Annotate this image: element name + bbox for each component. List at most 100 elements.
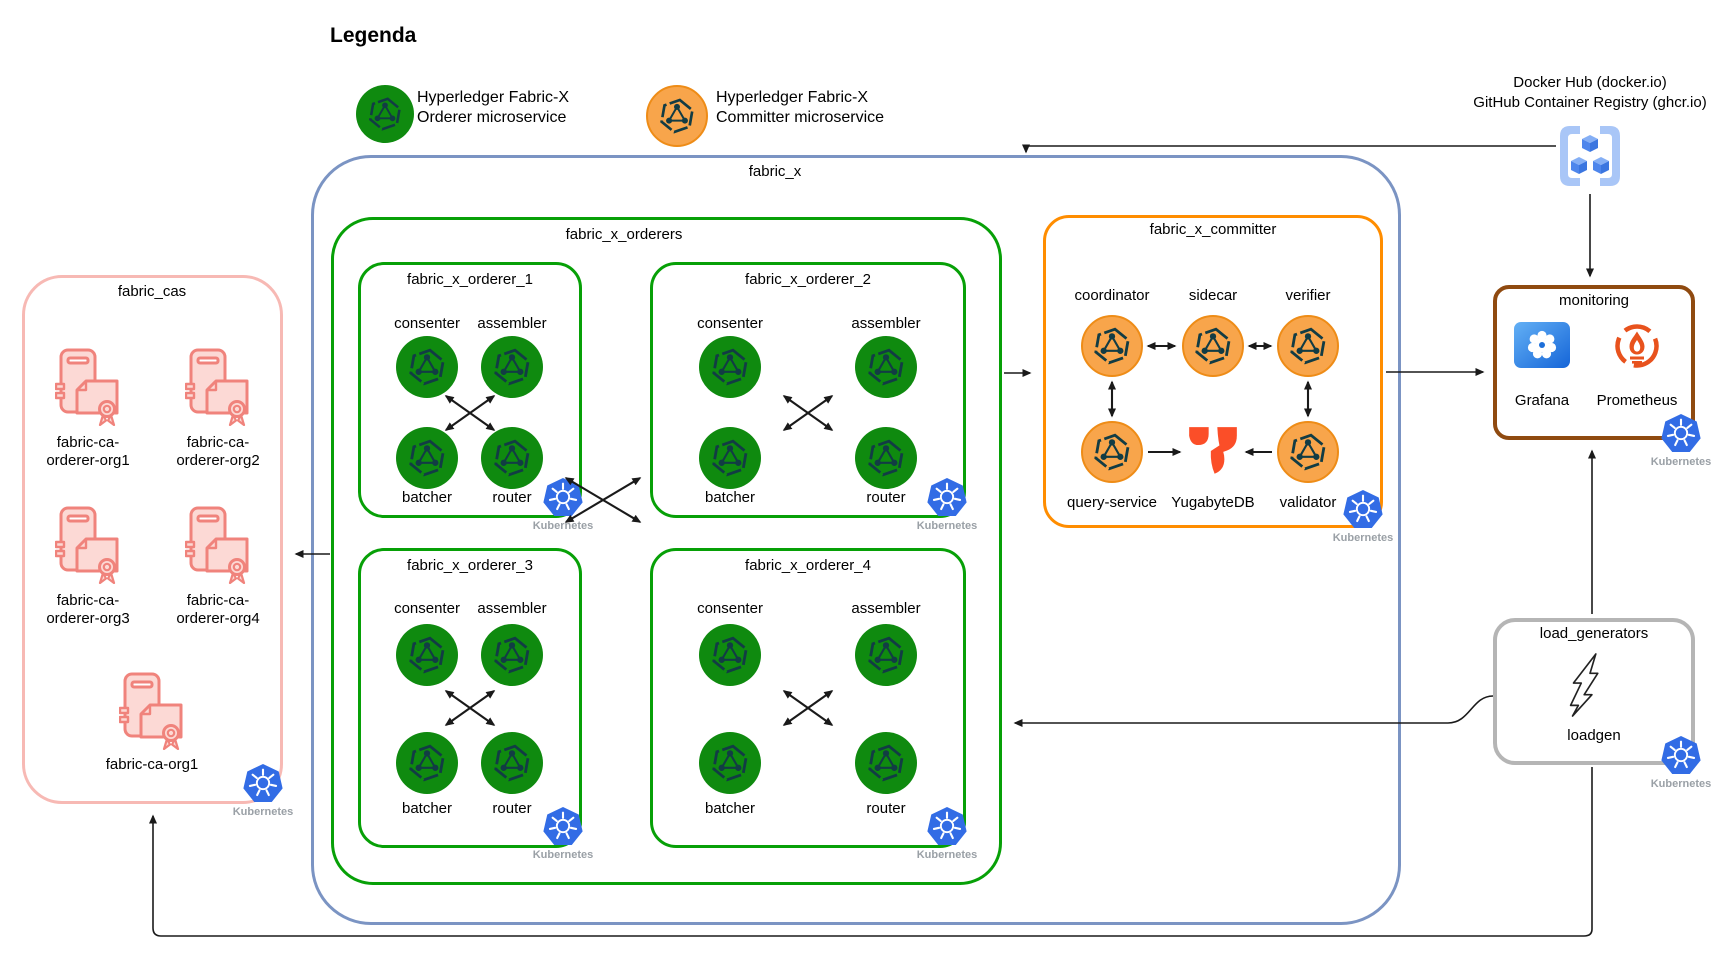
orderer-3-title: fabric_x_orderer_3: [407, 557, 533, 574]
consenter-pod: [699, 624, 761, 686]
ca-label: fabric-ca- orderer-org4: [176, 592, 259, 628]
kubernetes-label: Kubernetes: [232, 806, 294, 818]
consenter-pod: [699, 336, 761, 398]
kubernetes-badge: Kubernetes: [517, 806, 609, 861]
legend-committer-icon: [646, 85, 708, 147]
legend-orderer-line2: Orderer microservice: [417, 109, 567, 126]
router-label: router: [866, 489, 906, 506]
grafana-label: Grafana: [1514, 392, 1570, 409]
prometheus-label: Prometheus: [1596, 392, 1678, 409]
ca-label-line2: orderer-org3: [46, 610, 130, 627]
batcher-label: batcher: [401, 489, 453, 506]
ca-label-line1: fabric-ca-: [56, 434, 120, 451]
fabric-logo-icon: [491, 634, 533, 676]
consenter-pod: [396, 624, 458, 686]
ca-label-line2: orderer-org2: [176, 452, 260, 469]
fabric-logo-icon: [1287, 431, 1329, 473]
legend-orderer-icon: [356, 85, 414, 143]
lightning-bolt-icon: [1568, 652, 1612, 723]
fabric-logo-icon: [865, 742, 907, 784]
kubernetes-badge: Kubernetes: [1635, 413, 1727, 468]
fabric-logo-icon: [709, 437, 751, 479]
router-pod: [481, 732, 543, 794]
arrow-registry-to-fabric-x: [1022, 144, 1556, 154]
fabric-x-title: fabric_x: [748, 163, 802, 180]
legend-title: Legenda: [330, 24, 417, 47]
kubernetes-label: Kubernetes: [1650, 456, 1712, 468]
orderer-2-title: fabric_x_orderer_2: [745, 271, 871, 288]
validator-label: validator: [1279, 494, 1337, 511]
orderer-1-box: [358, 262, 582, 518]
prometheus-icon: [1613, 322, 1661, 375]
assembler-pod: [855, 624, 917, 686]
kubernetes-label: Kubernetes: [1650, 778, 1712, 790]
fabric-logo-icon: [491, 742, 533, 784]
ca-label-line2: orderer-org1: [46, 452, 130, 469]
fabric-logo-icon: [491, 437, 533, 479]
registry-label-line2: GitHub Container Registry (ghcr.io): [1473, 94, 1707, 111]
fabric-logo-icon: [709, 634, 751, 676]
kubernetes-label: Kubernetes: [916, 520, 978, 532]
coordinator-pod: [1081, 315, 1143, 377]
kubernetes-icon: [1660, 735, 1702, 775]
consenter-label: consenter: [394, 315, 460, 332]
legend-orderer-label: Hyperledger Fabric-X Orderer microservic…: [417, 88, 569, 128]
kubernetes-badge: Kubernetes: [1635, 735, 1727, 790]
fabric-x-orderers-title: fabric_x_orderers: [565, 226, 683, 243]
fabric-logo-icon: [1091, 431, 1133, 473]
router-pod: [855, 732, 917, 794]
orderer-1-title: fabric_x_orderer_1: [407, 271, 533, 288]
registry-label-line1: Docker Hub (docker.io): [1513, 74, 1667, 91]
legend-orderer-line1: Hyperledger Fabric-X: [417, 89, 570, 106]
router-label: router: [492, 489, 532, 506]
assembler-label: assembler: [851, 315, 921, 332]
kubernetes-badge: Kubernetes: [901, 477, 993, 532]
yugabytedb-icon: [1187, 427, 1239, 480]
batcher-pod: [396, 427, 458, 489]
fabric-logo-icon: [1091, 325, 1133, 367]
monitoring-title: monitoring: [1558, 292, 1630, 309]
load-generators-box: [1493, 618, 1695, 765]
ca-label-line1: fabric-ca-: [56, 592, 120, 609]
load-generators-title: load_generators: [1539, 625, 1649, 642]
kubernetes-icon: [1342, 489, 1384, 529]
verifier-pod: [1277, 315, 1339, 377]
router-pod: [481, 427, 543, 489]
verifier-label: verifier: [1285, 287, 1331, 304]
batcher-pod: [699, 427, 761, 489]
batcher-pod: [699, 732, 761, 794]
ca-label-line1: fabric-ca-: [186, 592, 250, 609]
ca-label-line1: fabric-ca-org1: [105, 756, 199, 773]
kubernetes-icon: [1660, 413, 1702, 453]
batcher-label: batcher: [704, 489, 756, 506]
yugabytedb-label: YugabyteDB: [1171, 494, 1255, 511]
fabric-logo-icon: [709, 346, 751, 388]
grafana-icon: [1514, 322, 1570, 373]
kubernetes-label: Kubernetes: [532, 849, 594, 861]
assembler-pod: [481, 624, 543, 686]
assembler-label: assembler: [477, 315, 547, 332]
fabric-logo-icon: [865, 437, 907, 479]
ca-label: fabric-ca-org1: [106, 756, 199, 774]
assembler-pod: [481, 336, 543, 398]
ca-label-line2: orderer-org4: [176, 610, 260, 627]
query-service-pod: [1081, 421, 1143, 483]
assembler-label: assembler: [851, 600, 921, 617]
kubernetes-icon: [542, 806, 584, 846]
kubernetes-badge: Kubernetes: [217, 763, 309, 818]
orderer-4-title: fabric_x_orderer_4: [745, 557, 871, 574]
ca-server-icon: [185, 506, 251, 589]
sidecar-pod: [1182, 315, 1244, 377]
ca-label-line1: fabric-ca-: [186, 434, 250, 451]
query-service-label: query-service: [1066, 494, 1158, 511]
kubernetes-label: Kubernetes: [916, 849, 978, 861]
ca-label: fabric-ca- orderer-org3: [46, 592, 129, 628]
validator-pod: [1277, 421, 1339, 483]
kubernetes-badge: Kubernetes: [1317, 489, 1409, 544]
batcher-label: batcher: [401, 800, 453, 817]
ca-server-icon: [185, 348, 251, 431]
router-label: router: [866, 800, 906, 817]
legend-committer-label: Hyperledger Fabric-X Committer microserv…: [716, 88, 884, 128]
ca-server-icon: [119, 672, 185, 755]
